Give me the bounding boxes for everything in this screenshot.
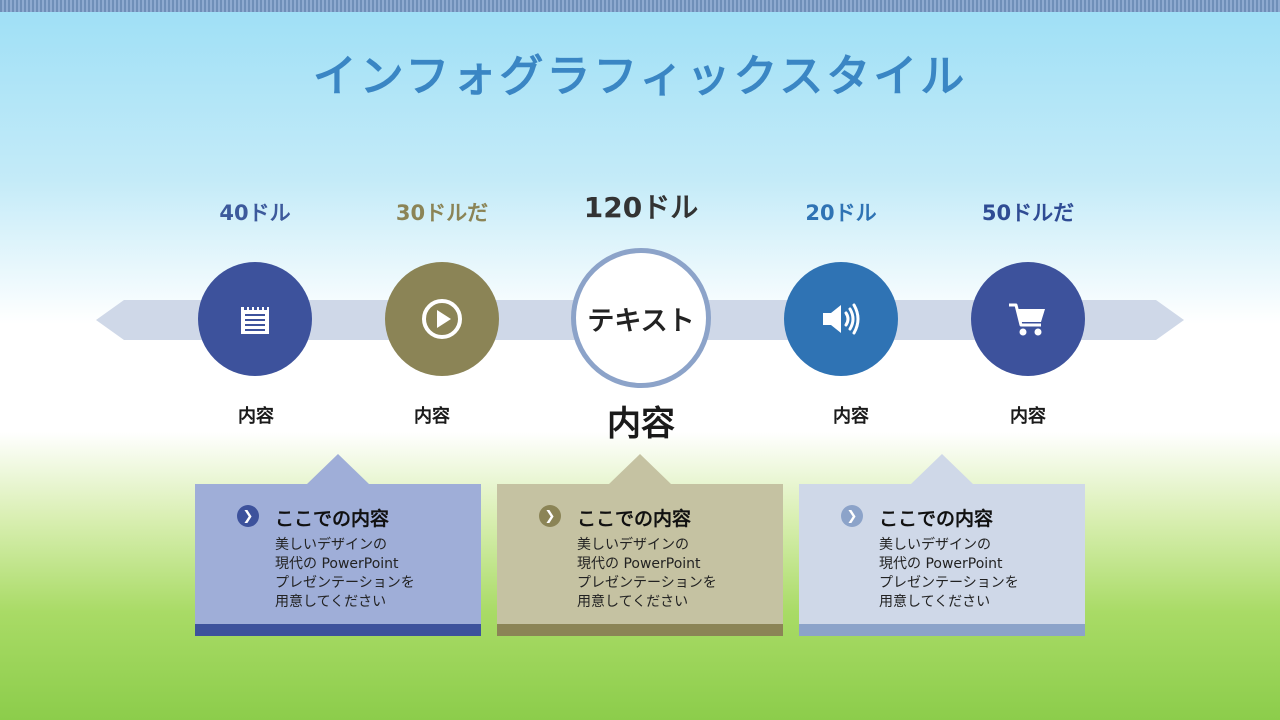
chevron-right-icon: ❯ — [237, 505, 259, 527]
card-accent-bar — [799, 624, 1085, 636]
card-title: ここでの内容 — [577, 508, 692, 530]
card-line: 用意してください — [577, 594, 689, 610]
label-3: 内容 — [607, 404, 675, 444]
cart-icon — [1009, 303, 1045, 336]
card-pointer — [911, 454, 973, 484]
info-card-3: ❯ ここでの内容 美しいデザインの 現代の PowerPoint プレゼンテーシ… — [799, 454, 1085, 636]
label-2: 内容 — [414, 406, 450, 427]
price-1: 40ドル — [219, 201, 291, 225]
card-pointer — [307, 454, 369, 484]
card-body: 美しいデザインの 現代の PowerPoint プレゼンテーションを 用意してく… — [577, 536, 717, 612]
price-5: 50ドルだ — [981, 201, 1075, 225]
price-4: 20ドル — [805, 201, 877, 225]
card-accent-bar — [497, 624, 783, 636]
speaker-icon — [823, 303, 860, 335]
center-circle: テキスト — [571, 248, 711, 388]
card-title: ここでの内容 — [879, 508, 994, 530]
card-line: 現代の PowerPoint — [275, 556, 399, 572]
card-line: プレゼンテーションを — [577, 575, 717, 591]
info-card-2: ❯ ここでの内容 美しいデザインの 現代の PowerPoint プレゼンテーシ… — [497, 454, 783, 636]
info-card-1: ❯ ここでの内容 美しいデザインの 現代の PowerPoint プレゼンテーシ… — [195, 454, 481, 636]
card-line: プレゼンテーションを — [879, 575, 1019, 591]
price-2: 30ドルだ — [395, 201, 489, 225]
card-line: 用意してください — [275, 594, 387, 610]
label-4: 内容 — [833, 406, 869, 427]
label-1: 内容 — [238, 406, 274, 427]
card-line: プレゼンテーションを — [275, 575, 415, 591]
circle-2 — [385, 262, 499, 376]
play-icon — [422, 299, 462, 339]
circle-5 — [971, 262, 1085, 376]
center-circle-text: テキスト — [587, 305, 695, 337]
notepad-icon — [241, 305, 269, 334]
card-line: 美しいデザインの — [577, 537, 689, 553]
card-line: 美しいデザインの — [275, 537, 387, 553]
price-3: 120ドル — [583, 191, 699, 224]
circle-1 — [198, 262, 312, 376]
chevron-right-icon: ❯ — [841, 505, 863, 527]
page-title: インフォグラフィックスタイル — [312, 51, 968, 102]
card-line: 用意してください — [879, 594, 991, 610]
label-5: 内容 — [1010, 406, 1046, 427]
card-body: 美しいデザインの 現代の PowerPoint プレゼンテーションを 用意してく… — [275, 536, 415, 612]
chevron-right-icon: ❯ — [539, 505, 561, 527]
card-body: 美しいデザインの 現代の PowerPoint プレゼンテーションを 用意してく… — [879, 536, 1019, 612]
card-line: 美しいデザインの — [879, 537, 991, 553]
card-pointer — [609, 454, 671, 484]
top-texture-band — [0, 0, 1280, 12]
circle-4 — [784, 262, 898, 376]
card-line: 現代の PowerPoint — [879, 556, 1003, 572]
card-line: 現代の PowerPoint — [577, 556, 701, 572]
card-title: ここでの内容 — [275, 508, 390, 530]
card-accent-bar — [195, 624, 481, 636]
